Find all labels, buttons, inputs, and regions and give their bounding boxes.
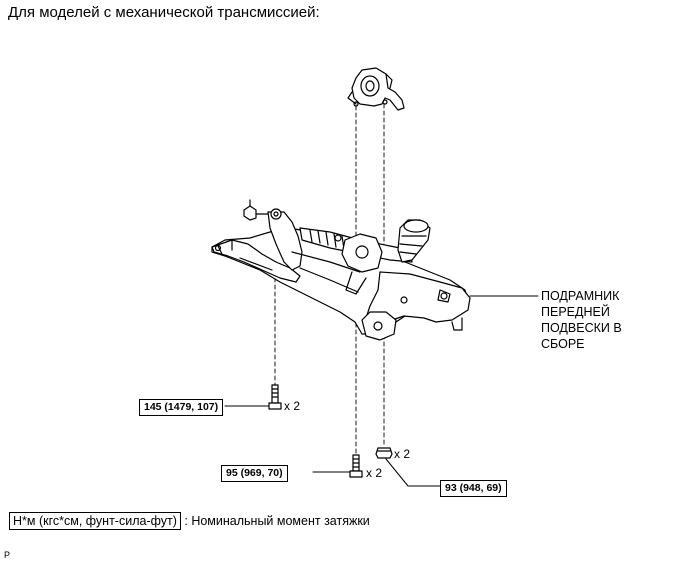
qty-center-bolt: x 2 — [366, 466, 383, 480]
subframe-label: ПОДРАМНИК ПЕРЕДНЕЙ ПОДВЕСКИ В СБОРЕ — [541, 288, 691, 352]
subframe-label-line: ПЕРЕДНЕЙ — [541, 305, 610, 319]
subframe-label-line: ПОДРАМНИК — [541, 289, 620, 303]
engine-mount-bracket — [347, 67, 405, 111]
subframe-label-line: ПОДВЕСКИ В — [541, 321, 622, 335]
torque-box-nut: 93 (948, 69) — [440, 480, 507, 497]
legend-unit-box: Н*м (кгс*см, фунт-сила-фут) — [9, 512, 181, 530]
qty-nut: x 2 — [394, 447, 411, 461]
bolt-left — [268, 384, 282, 410]
bolt-center — [349, 454, 363, 478]
torque-box-left-bolt: 145 (1479, 107) — [139, 399, 224, 416]
nut — [375, 447, 393, 459]
qty-left-bolt: x 2 — [284, 399, 301, 413]
front-suspension-subframe — [211, 199, 471, 341]
page-mark: P — [4, 550, 11, 560]
page-title: Для моделей с механической трансмиссией: — [8, 4, 320, 21]
nut-leader — [385, 458, 441, 487]
torque-box-center-bolt: 95 (969, 70) — [221, 465, 288, 482]
legend-text: : Номинальный момент затяжки — [184, 514, 370, 528]
subframe-label-line: СБОРЕ — [541, 337, 585, 351]
torque-legend: Н*м (кгс*см, фунт-сила-фут) : Номинальны… — [9, 512, 370, 530]
